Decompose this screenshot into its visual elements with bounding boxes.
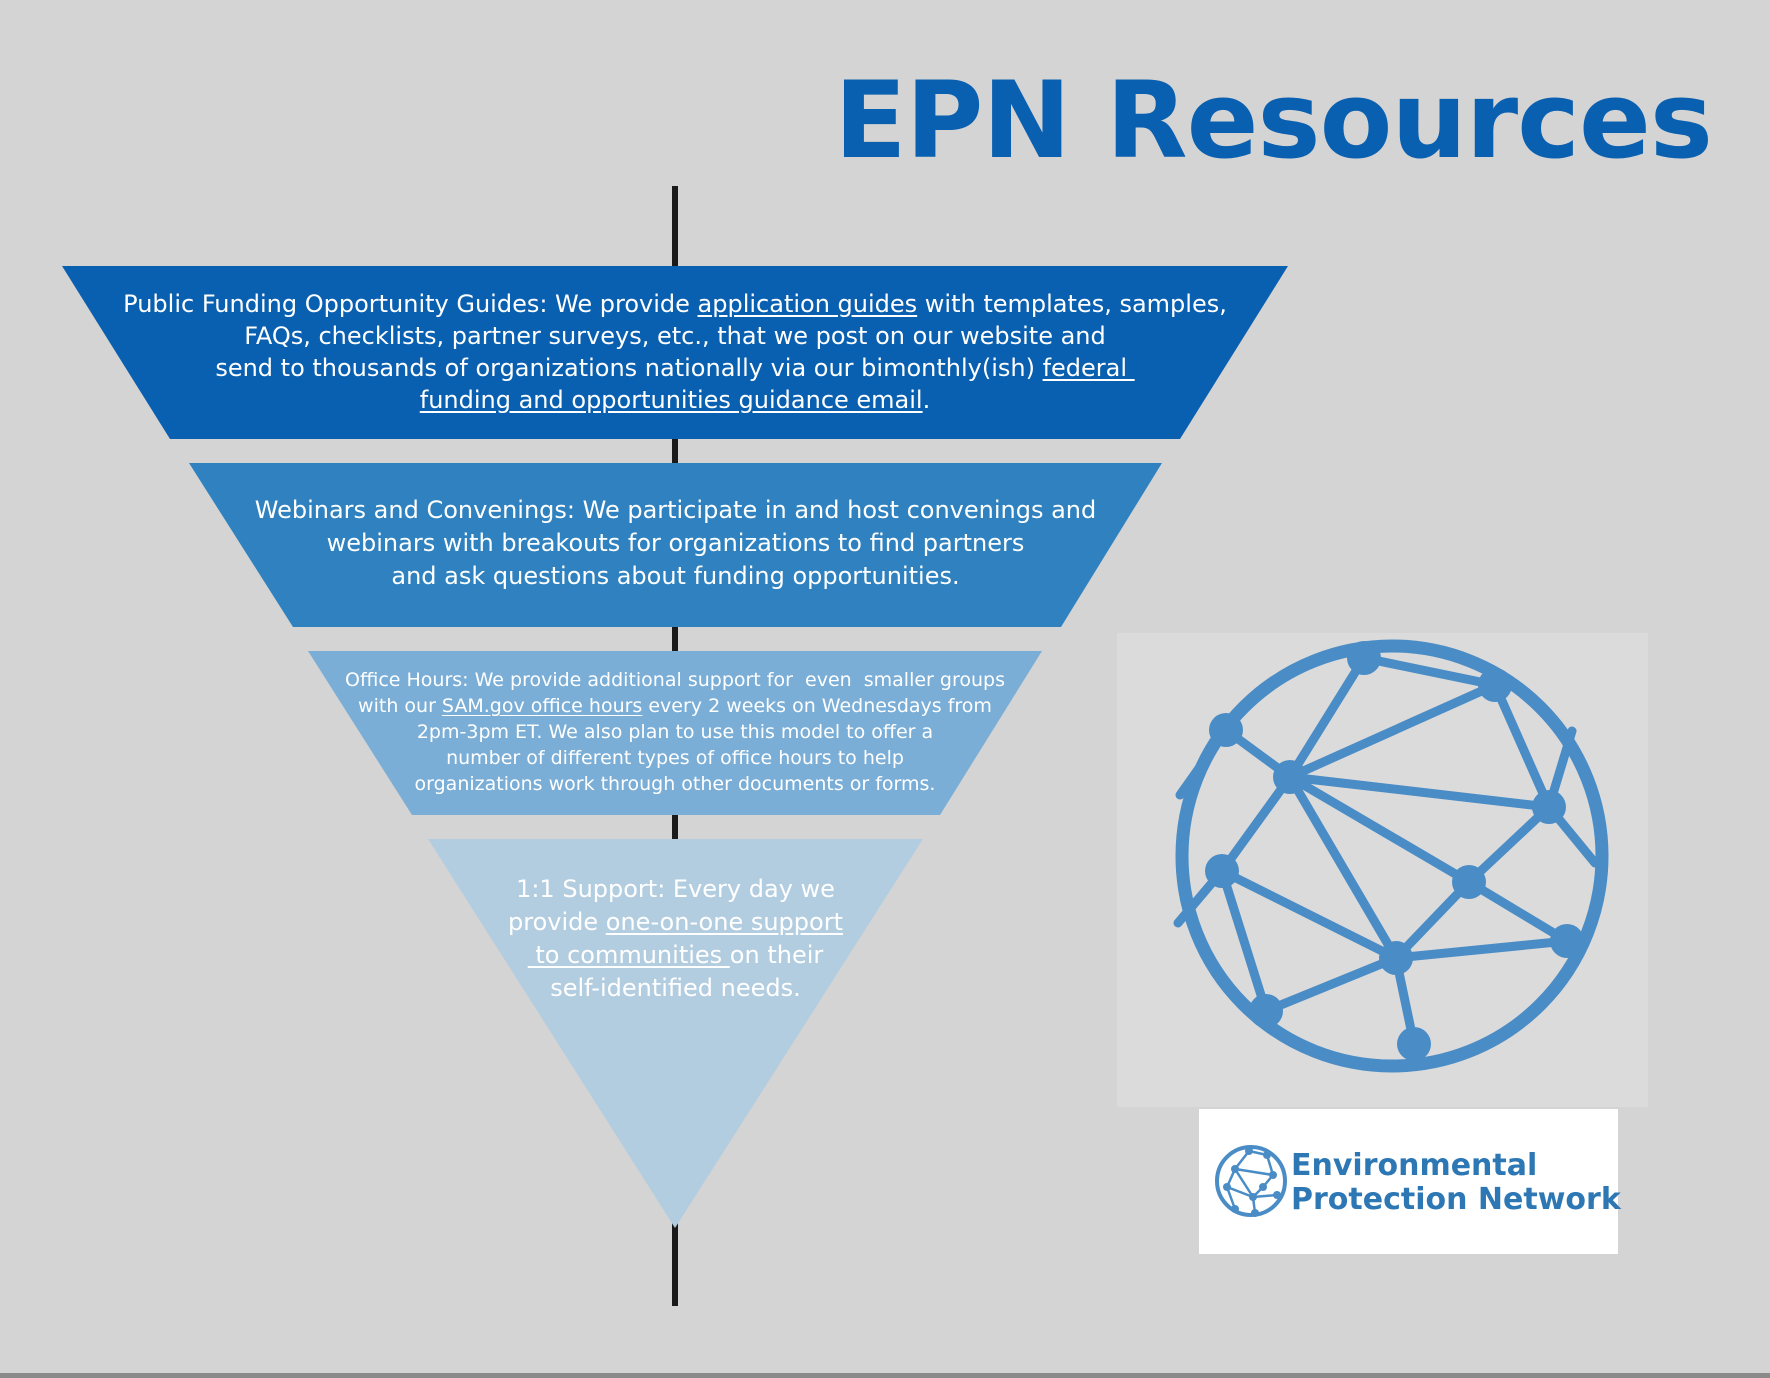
text-segment: FAQs, checklists, partner surveys, etc.,…	[244, 322, 1106, 350]
tier-text-line: Public Funding Opportunity Guides: We pr…	[62, 288, 1288, 320]
inline-link[interactable]: federal	[1042, 354, 1135, 382]
tier-1-band	[62, 266, 1288, 439]
spine-gap-1	[672, 438, 678, 466]
text-segment: .	[922, 386, 931, 414]
tier-text-line: Webinars and Convenings: We participate …	[189, 494, 1162, 527]
network-globe-icon	[1173, 639, 1609, 1073]
spine-gap-3	[672, 813, 678, 841]
inline-link[interactable]: application guides	[697, 290, 918, 318]
text-segment: number of different types of office hour…	[446, 747, 904, 769]
text-segment: Office Hours: We provide additional supp…	[345, 669, 1005, 691]
text-segment: organizations work through other documen…	[414, 773, 936, 795]
inline-link[interactable]: SAM.gov office hours	[441, 695, 643, 717]
network-globe-panel	[1117, 633, 1648, 1107]
tier-text-line: self-identified needs.	[428, 972, 923, 1005]
tier-text-line: with our SAM.gov office hours every 2 we…	[308, 693, 1042, 719]
tier-text-line: organizations work through other documen…	[308, 771, 1042, 797]
text-segment: Webinars and Convenings: We participate …	[254, 496, 1097, 524]
small-globe-drawing	[1215, 1145, 1287, 1217]
text-segment: with our	[358, 695, 442, 717]
spine-gap-2	[672, 626, 678, 654]
tier-text-line: send to thousands of organizations natio…	[62, 352, 1288, 384]
network-globe-small-icon	[1215, 1145, 1287, 1217]
globe-nodes	[1205, 641, 1584, 1061]
text-segment: with templates, samples,	[917, 290, 1227, 318]
tier-shape	[428, 839, 923, 1228]
tier-3-text: Office Hours: We provide additional supp…	[308, 667, 1042, 797]
globe-drawing	[1173, 639, 1609, 1073]
tier-4-text: 1:1 Support: Every day we provide one-on-…	[428, 873, 923, 1005]
tier-text-line: to communities on their	[428, 939, 923, 972]
funnel-tier-office-hours: Office Hours: We provide additional supp…	[308, 651, 1042, 815]
text-segment: every 2 weeks on Wednesdays from	[642, 695, 992, 717]
tier-4-band	[428, 839, 923, 1228]
logo-wordmark-line2: Protection Network	[1291, 1182, 1621, 1217]
text-segment: provide	[508, 908, 606, 936]
spine-top	[672, 186, 678, 268]
tier-text-line: FAQs, checklists, partner surveys, etc.,…	[62, 320, 1288, 352]
epn-logo-card: Environmental Protection Network	[1199, 1109, 1621, 1254]
tier-text-line: provide one-on-one support	[428, 906, 923, 939]
funnel-tier-one-on-one-support: 1:1 Support: Every day we provide one-on-…	[428, 839, 923, 1228]
text-segment: send to thousands of organizations natio…	[215, 354, 1043, 382]
text-segment: webinars with breakouts for organization…	[326, 529, 1025, 557]
tier-text-line: 2pm-3pm ET. We also plan to use this mod…	[308, 719, 1042, 745]
text-segment: Public Funding Opportunity Guides: We pr…	[123, 290, 698, 318]
tier-shape	[189, 463, 1162, 627]
text-segment: self-identified needs.	[550, 974, 801, 1002]
tier-text-line: Office Hours: We provide additional supp…	[308, 667, 1042, 693]
tier-1-text: Public Funding Opportunity Guides: We pr…	[62, 288, 1288, 416]
funnel-tier-webinars-convenings: Webinars and Convenings: We participate …	[189, 463, 1162, 627]
inline-link[interactable]: funding and opportunities guidance email	[419, 386, 923, 414]
logo-wordmark-line1: Environmental	[1291, 1148, 1538, 1183]
tier-3-band	[308, 651, 1042, 815]
spine-bottom	[672, 1222, 678, 1306]
tier-text-line: number of different types of office hour…	[308, 745, 1042, 771]
tier-shape	[62, 266, 1288, 439]
tier-text-line: webinars with breakouts for organization…	[189, 527, 1162, 560]
funnel-tier-public-funding-guides: Public Funding Opportunity Guides: We pr…	[62, 266, 1288, 439]
tier-2-text: Webinars and Convenings: We participate …	[189, 494, 1162, 593]
text-segment: on their	[729, 941, 824, 969]
tier-text-line: funding and opportunities guidance email…	[62, 384, 1288, 416]
tier-text-line: and ask questions about funding opportun…	[189, 560, 1162, 593]
text-segment: and ask questions about funding opportun…	[391, 562, 960, 590]
inline-link[interactable]: to communities	[527, 941, 730, 969]
small-globe-nodes	[1223, 1147, 1281, 1217]
globe-ring	[1175, 639, 1609, 1073]
text-segment: 2pm-3pm ET. We also plan to use this mod…	[416, 721, 934, 743]
tier-2-band	[189, 463, 1162, 627]
tier-shape	[308, 651, 1042, 815]
bottom-border	[0, 1373, 1770, 1378]
tier-text-line: 1:1 Support: Every day we	[428, 873, 923, 906]
text-segment: 1:1 Support: Every day we	[516, 875, 835, 903]
page-title: EPN Resources	[834, 59, 1713, 182]
inline-link[interactable]: one-on-one support	[605, 908, 843, 936]
